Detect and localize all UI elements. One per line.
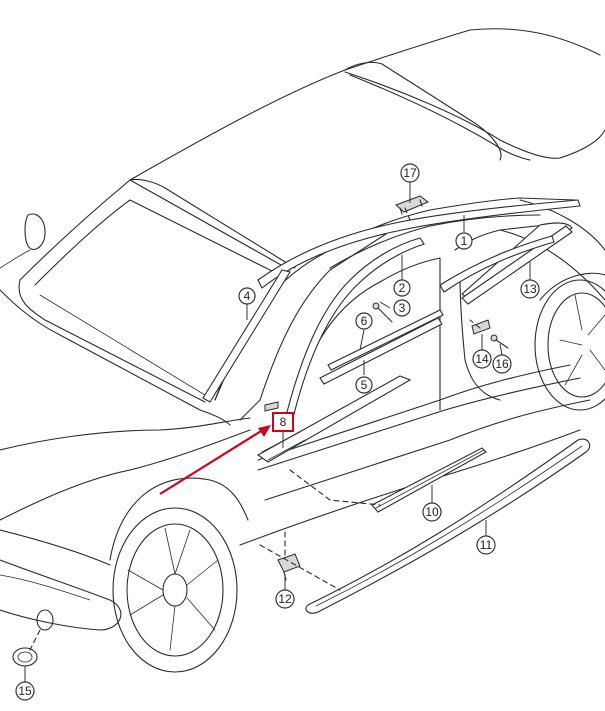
- part-2-b-pillar-strip: [284, 237, 425, 423]
- leader-lines: [24, 182, 531, 682]
- part-6-strip: [327, 309, 444, 371]
- callout-14: 14: [472, 349, 492, 369]
- part-14-clip: [471, 319, 491, 335]
- svg-text:3: 3: [399, 301, 406, 315]
- part-4-a-pillar-strip: [202, 269, 291, 403]
- callout-15: 15: [15, 681, 35, 701]
- part-8-sill-plate: [256, 375, 412, 463]
- svg-text:15: 15: [18, 684, 32, 698]
- svg-text:8: 8: [280, 415, 287, 429]
- svg-text:1: 1: [461, 234, 468, 248]
- callout-12: 12: [275, 589, 295, 609]
- part-12-bracket: [277, 553, 301, 581]
- callout-13: 13: [520, 279, 540, 299]
- svg-text:4: 4: [244, 289, 251, 303]
- callout-6: 6: [355, 312, 373, 330]
- svg-text:16: 16: [495, 357, 509, 371]
- part-13-channel: [439, 225, 573, 305]
- svg-text:6: 6: [361, 314, 368, 328]
- part-10-rocker-strip: [371, 447, 487, 513]
- callout-2: 2: [393, 279, 411, 297]
- callout-16: 16: [492, 354, 512, 374]
- rear-wheel: [534, 272, 605, 411]
- callout-5: 5: [355, 376, 373, 394]
- svg-text:5: 5: [361, 378, 368, 392]
- svg-text:17: 17: [403, 166, 417, 180]
- callout-4: 4: [238, 287, 256, 305]
- part-11-side-skirt: [305, 438, 591, 614]
- svg-text:11: 11: [480, 538, 493, 552]
- part-5-strip: [319, 317, 443, 385]
- part-16-screw: [490, 334, 509, 349]
- svg-text:13: 13: [523, 282, 537, 296]
- svg-text:2: 2: [399, 281, 406, 295]
- svg-text:10: 10: [425, 505, 439, 519]
- part-15-tow-cap: [12, 609, 54, 667]
- front-wheel: [109, 477, 249, 673]
- highlight-arrow-shaft: [159, 427, 267, 495]
- callout-1: 1: [455, 232, 473, 250]
- svg-text:12: 12: [278, 592, 292, 606]
- callout-11: 11: [476, 535, 496, 555]
- assembly-dash-lines: [29, 207, 481, 651]
- part-17-roof-clip: [395, 195, 429, 215]
- car-body-outline: [0, 28, 605, 631]
- highlight-box: [272, 412, 294, 432]
- callout-10: 10: [422, 502, 442, 522]
- highlight-arrow-head: [258, 425, 271, 437]
- highlight-callout-8: 8: [159, 412, 294, 495]
- callout-3: 3: [393, 299, 411, 317]
- part-3-screw: [372, 302, 393, 323]
- svg-text:14: 14: [475, 352, 489, 366]
- callout-17: 17: [400, 163, 420, 183]
